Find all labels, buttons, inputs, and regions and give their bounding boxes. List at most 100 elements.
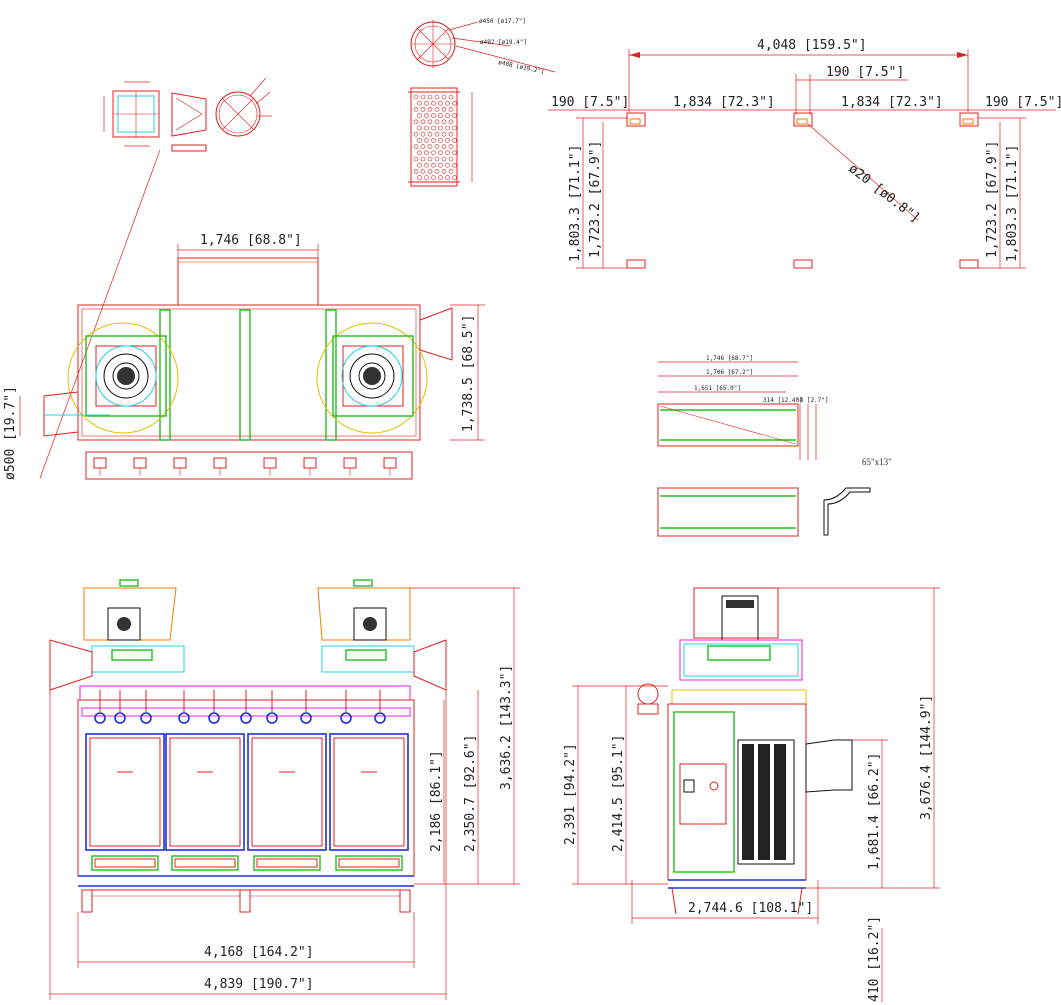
perforation-hole [452, 125, 457, 131]
hood-dim-1: 1,746 [68.7"] [706, 355, 753, 362]
plan-view: 1,746 [68.8"] [3, 233, 485, 480]
hood-dim-2: 1,706 [67.2"] [706, 369, 753, 376]
perforation-hole [420, 169, 426, 174]
perforation-hole [431, 113, 436, 118]
side-filter-bank [737, 739, 795, 865]
hopper-fitting [213, 457, 227, 469]
center-leg-width: 190 [7.5"] [826, 65, 904, 80]
perforation-hole [413, 131, 419, 137]
transition-piece-detail [171, 92, 207, 152]
square-adapter-detail [103, 81, 160, 147]
dust-drawer [253, 855, 321, 871]
pulse-valve [114, 712, 126, 724]
perforation-hole [448, 169, 454, 174]
perforation-hole [424, 162, 429, 168]
perforation-hole [431, 150, 436, 156]
perforation-hole [434, 144, 440, 149]
front-inner-width: 4,168 [164.2"] [204, 945, 314, 960]
side-control-panel [679, 763, 727, 825]
perforation-hole [438, 138, 443, 143]
front-leg-left [81, 889, 93, 913]
perforation-hole [417, 175, 422, 180]
front-leg-right [399, 889, 411, 913]
side-outlet-height: 1,681.4 [66.2"] [867, 753, 882, 870]
filter-dim-3: ø488 [ø19.2"] [498, 59, 545, 76]
front-leg-center [239, 889, 251, 913]
perforation-hole [448, 144, 454, 149]
perforation-hole [452, 175, 457, 180]
right-inner-depth: 1,723.2 [67.9"] [985, 141, 1000, 258]
hopper-fitting [343, 457, 357, 469]
plan-fan-left [67, 322, 179, 434]
perforation-hole [434, 119, 440, 125]
side-outlet-duct [805, 739, 853, 793]
perforation-hole [417, 125, 422, 131]
hood-size-note: 65"x13" [862, 457, 892, 467]
hopper-fitting [383, 457, 397, 469]
perforation-hole [413, 94, 419, 100]
pulse-valve [140, 712, 152, 724]
perforation-hole [431, 162, 436, 168]
front-motor-left [107, 607, 141, 641]
perforation-hole [427, 107, 433, 112]
perforation-hole [448, 131, 454, 137]
front-dust-drawers [91, 855, 403, 871]
right-outer-depth: 1,803.3 [71.1"] [1005, 145, 1020, 262]
filter-dim-2: ø492 [ø19.4"] [480, 39, 527, 46]
plan-inlet-diameter: ø500 [19.7"] [3, 386, 18, 480]
hood-dim-5: 68 [2.7"] [796, 397, 829, 404]
access-door [329, 733, 409, 851]
hopper-fitting [173, 457, 187, 469]
pulse-valve [266, 712, 278, 724]
perforation-hole [452, 138, 457, 143]
front-height-2: 2,350.7 [92.6"] [463, 735, 478, 852]
side-outlet-offset: 410 [16.2"] [867, 916, 882, 1002]
dust-drawer [335, 855, 403, 871]
perforation-pattern [413, 94, 457, 180]
leg-pad-top-center [793, 112, 813, 127]
perforation-hole [424, 125, 429, 131]
leg-pad-top-right [959, 112, 979, 127]
perforation-hole [434, 94, 440, 100]
perforation-hole [438, 113, 443, 118]
leg-pad-bottom-left [626, 259, 646, 269]
pulse-valve [340, 712, 352, 724]
perforation-hole [427, 94, 433, 100]
perforation-hole [445, 150, 450, 156]
access-door [85, 733, 165, 851]
perforation-hole [424, 113, 429, 118]
flange-ring-detail [215, 77, 272, 137]
hood-dim-3: 1,651 [65.0"] [694, 385, 741, 392]
perforation-hole [445, 175, 450, 180]
perforation-hole [438, 175, 443, 180]
perforation-hole [445, 113, 450, 118]
front-total-height: 3,636.2 [143.3"] [499, 665, 514, 790]
side-fan-hood [693, 587, 779, 639]
perforation-hole [448, 156, 454, 162]
perforation-hole [438, 150, 443, 156]
front-inlet-right [413, 639, 447, 691]
dust-drawer [91, 855, 159, 871]
hole-diameter: ø20 [ø0.8"] [846, 161, 923, 226]
perforation-hole [452, 113, 457, 118]
perforation-hole [452, 150, 457, 156]
perforation-hole [441, 94, 447, 100]
leg-pad-top-left [626, 112, 646, 127]
pulse-valve [208, 712, 220, 724]
front-overall-width: 4,839 [190.7"] [204, 977, 314, 992]
dust-drawer [171, 855, 239, 871]
hopper-fitting [303, 457, 317, 469]
hood-detail: 1,746 [68.7"] 1,706 [67.2"] 1,651 [65.0"… [657, 355, 892, 537]
perforation-hole [420, 156, 426, 162]
leg-pad-bottom-right [959, 259, 979, 269]
top-detail-view: ø450 [ø17.7"] ø492 [ø19.4"] ø488 [ø19.2"… [103, 18, 556, 187]
perforation-hole [417, 162, 422, 168]
pulse-valve [240, 712, 252, 724]
filter-cartridge-elevation [408, 87, 473, 187]
perforation-hole [417, 150, 422, 156]
foundation-leg-view: 4,048 [159.5"] 190 [7.5"] 190 [7.5"] 1,8… [548, 38, 1061, 269]
perforation-hole [431, 100, 436, 106]
perforation-hole [420, 131, 426, 137]
perforation-hole [452, 100, 457, 106]
